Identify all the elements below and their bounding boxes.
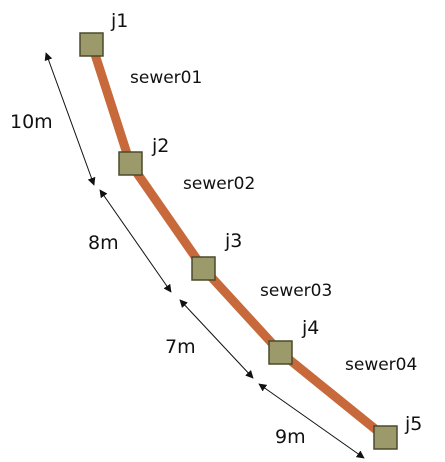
- dimension-arrow-7m: [179, 299, 254, 379]
- dimension-label-8m: 8m: [88, 232, 119, 254]
- pipe-sewer01[interactable]: [87, 40, 135, 168]
- dimension-arrow-10m: [44, 52, 96, 186]
- dimension-arrow-9m: [258, 383, 365, 459]
- junction-labels: j1 j2 j3 j4 j5: [110, 10, 422, 435]
- sewer-label-sewer03: sewer03: [260, 281, 332, 301]
- junction-label-j2: j2: [151, 135, 169, 157]
- sewer-label-sewer01: sewer01: [130, 68, 202, 88]
- dimension-label-10m: 10m: [10, 111, 53, 133]
- junction-node-j5[interactable]: [373, 425, 398, 450]
- junction-label-j5: j5: [404, 413, 422, 435]
- dimension-label-7m: 7m: [165, 336, 196, 358]
- junction-label-j1: j1: [110, 10, 128, 32]
- sewer-labels: sewer01 sewer02 sewer03 sewer04: [130, 68, 417, 375]
- junction-node-j3[interactable]: [191, 256, 216, 281]
- dimension-arrows: [44, 52, 365, 459]
- junction-label-j4: j4: [301, 317, 319, 339]
- dimension-arrow-8m: [99, 189, 172, 293]
- dimension-labels: 10m 8m 7m 9m: [10, 111, 306, 448]
- dimension-label-9m: 9m: [275, 426, 306, 448]
- junction-label-j3: j3: [224, 230, 242, 252]
- junction-node-j4[interactable]: [268, 340, 293, 365]
- junction-nodes: [79, 32, 398, 450]
- junction-node-j1[interactable]: [79, 32, 104, 57]
- sewer-label-sewer02: sewer02: [183, 174, 255, 194]
- sewer-label-sewer04: sewer04: [345, 355, 417, 375]
- junction-node-j2[interactable]: [118, 151, 143, 176]
